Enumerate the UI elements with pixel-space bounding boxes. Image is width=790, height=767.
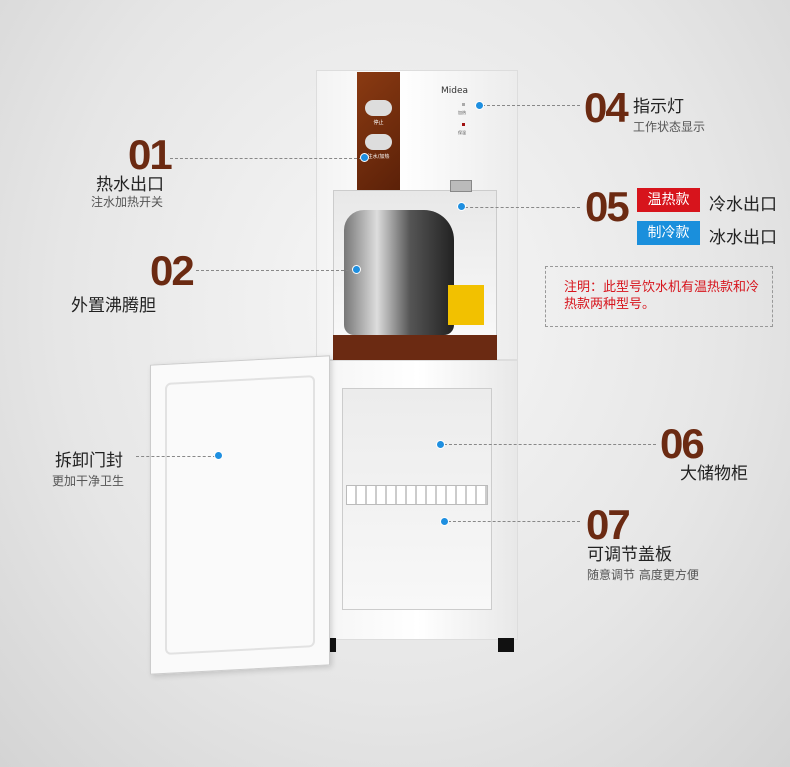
door-callout-dot [214,451,223,460]
callout-04-line [482,105,580,106]
callout-01-subtitle: 注水加热开关 [91,195,164,209]
water-dispenser: 停止 注水/加热 Midea 加热 保温 [316,70,518,652]
indicator-led-2 [462,123,465,126]
door-seal [165,375,315,655]
callout-05-number: 05 [585,183,630,230]
callout-01-line [170,158,362,159]
door-callout-subtitle: 更加干净卫生 [52,474,125,488]
led-label-1: 加热 [458,110,466,115]
kettle [344,210,454,335]
callout-06-dot [436,440,445,449]
callout-04-dot [475,101,484,110]
callout-02-title: 外置沸腾胆 [71,296,156,316]
adjustable-shelf[interactable] [346,485,488,505]
indicator-led-1 [462,103,465,106]
callout-01-dot [360,153,369,162]
cooling-model-badge: 制冷款 [637,221,700,245]
warm-model-badge: 温热款 [637,188,700,212]
warning-label [448,285,484,325]
callout-02-line [196,270,354,271]
control-panel: 停止 注水/加热 [357,72,400,195]
callout-07-subtitle: 随意调节 高度更方便 [587,568,699,582]
note-text: 注明：此型号饮水机有温热款和冷热款两种型号。 [564,280,760,312]
fill-heat-label: 注水/加热 [367,154,390,160]
cold-water-outlet-label: 冷水出口 [709,195,777,215]
callout-04-subtitle: 工作状态显示 [633,120,706,134]
callout-07-title: 可调节盖板 [587,545,672,565]
stop-button[interactable] [365,100,392,116]
callout-06-line [444,444,656,445]
fill-heat-button[interactable] [365,134,392,150]
note-box: 注明：此型号饮水机有温热款和冷热款两种型号。 [545,266,773,327]
callout-04-number: 04 [584,84,629,131]
callout-06-number: 06 [660,420,705,467]
callout-07-dot [440,517,449,526]
foot-right [498,638,514,652]
led-label-2: 保温 [458,130,466,135]
callout-01-title: 热水出口 [96,175,164,195]
tap [450,180,472,192]
ice-water-outlet-label: 冰水出口 [709,228,777,248]
callout-02-dot [352,265,361,274]
drip-tray [333,335,497,360]
callout-01-number: 01 [128,131,173,178]
brand-logo: Midea [441,86,469,96]
callout-06-title: 大储物柜 [680,464,748,484]
callout-05-dot [457,202,466,211]
callout-02-number: 02 [150,247,195,294]
stop-label: 停止 [373,120,384,126]
cabinet-door[interactable] [150,355,330,675]
callout-07-line [448,521,580,522]
callout-07-number: 07 [586,501,631,548]
callout-05-line [465,207,580,208]
door-callout-title: 拆卸门封 [55,451,123,471]
door-callout-line [136,456,216,457]
callout-04-title: 指示灯 [633,97,684,117]
